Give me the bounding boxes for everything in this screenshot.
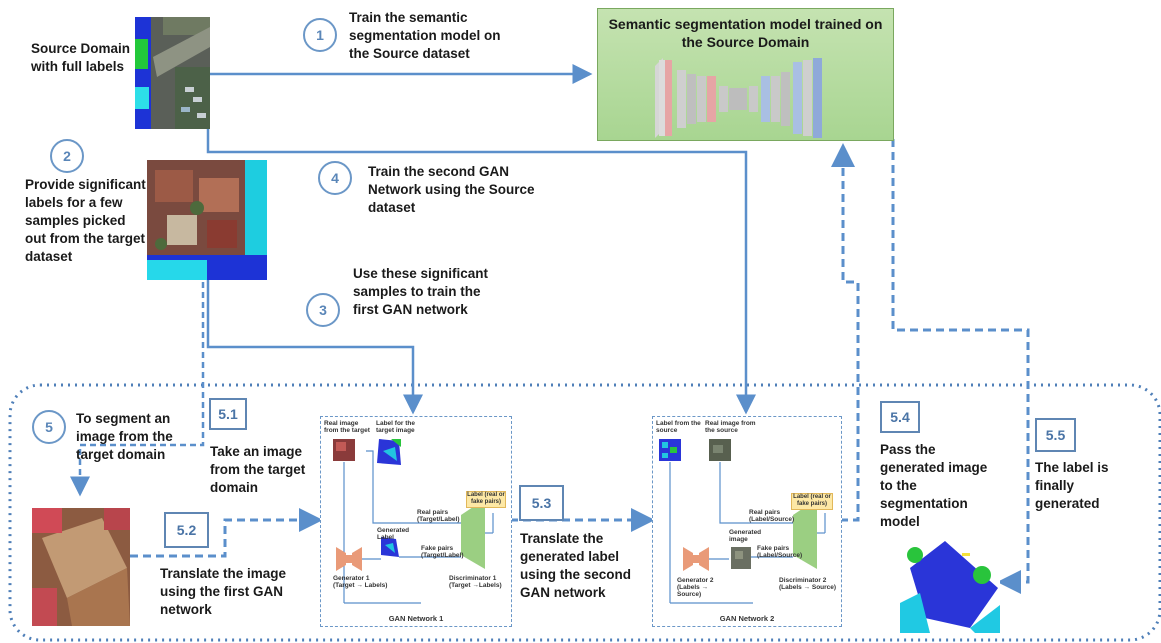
source-label: Source Domain with full labels [31,41,131,74]
step1-text: Train the semantic segmentation model on… [349,10,501,61]
gan1-real-fake-label: Label (real or fake pairs) [466,491,506,508]
step4-badge: 4 [318,161,352,195]
step5-5-badge: 5.5 [1035,418,1076,452]
gan1-real-pairs: Real pairs (Target/Label) [417,509,460,523]
gan1-real-image-label: Real image from the target [324,420,370,434]
final-label-image [900,533,1000,633]
arrow-train-gan2 [206,128,756,415]
step3-text: Use these significant samples to train t… [353,266,489,317]
gan1-discriminator: Discriminator 1 (Target →Labels) [449,575,502,589]
step5-4-badge: 5.4 [880,401,920,433]
step5-3-badge: 5.3 [519,485,564,521]
gan2-generator: Generator 2 (Labels → Source) [677,577,714,598]
step5-3-text: Translate the generated label using the … [520,531,632,600]
gan1-label-for-target: Label for the target image [376,420,416,434]
step5-2-badge: 5.2 [164,512,209,548]
step5-badge: 5 [32,410,66,444]
gan-network-2: Label from the source Real image from th… [652,416,842,627]
step5-1-badge: 5.1 [209,398,247,430]
gan2-real-image-label: Real image from the source [705,420,756,434]
gan2-real-pairs: Real pairs (Label/Source) [749,509,795,523]
step5-5-text: The label is finally generated [1035,460,1109,511]
arrow-to-gan1 [130,508,323,558]
step2-badge: 2 [50,139,84,173]
step2-text: Provide significant labels for a few sam… [25,177,146,264]
encoder-decoder-icon [655,58,822,138]
step1-badge: 1 [303,18,337,52]
step5-4-text: Pass the generated image to the segmenta… [880,442,988,529]
gan1-generator: Generator 1 (Target → Labels) [333,575,388,589]
arrow-target-image [70,282,205,497]
arrow-final-label [891,139,1030,594]
step5-2-text: Translate the image using the first GAN … [160,566,287,617]
gan2-title: GAN Network 2 [719,614,775,623]
gan2-generated-image: Generated image [729,529,762,543]
target-image [32,508,130,626]
arrow-to-model [831,143,860,522]
gan2-fake-pairs: Fake pairs (Label/Source) [757,545,803,559]
gan1-generated-label: Generated Label [377,527,410,541]
arrow-train-gan1 [206,272,423,415]
step5-text: To segment an image from the target doma… [76,411,173,462]
gan2-real-fake-label: Label (real or fake pairs) [791,493,833,510]
step4-text: Train the second GAN Network using the S… [368,164,535,215]
target-sample-image [147,160,267,280]
step3-badge: 3 [306,293,340,327]
gan-network-1: Real image from the target Label for the… [320,416,512,627]
segmentation-model-title: Semantic segmentation model trained on t… [608,16,883,50]
segmentation-model-box: Semantic segmentation model trained on t… [597,8,894,141]
source-image [135,17,210,129]
gan2-label-from-source: Label from the source [656,420,701,434]
gan1-fake-pairs: Fake pairs (Target/Label) [421,545,464,559]
gan2-discriminator: Discriminator 2 (Labels → Source) [779,577,837,591]
step5-1-text: Take an image from the target domain [210,444,306,495]
gan1-title: GAN Network 1 [388,614,444,623]
gan2-graphic [659,439,826,604]
gan1-graphic [333,439,494,604]
